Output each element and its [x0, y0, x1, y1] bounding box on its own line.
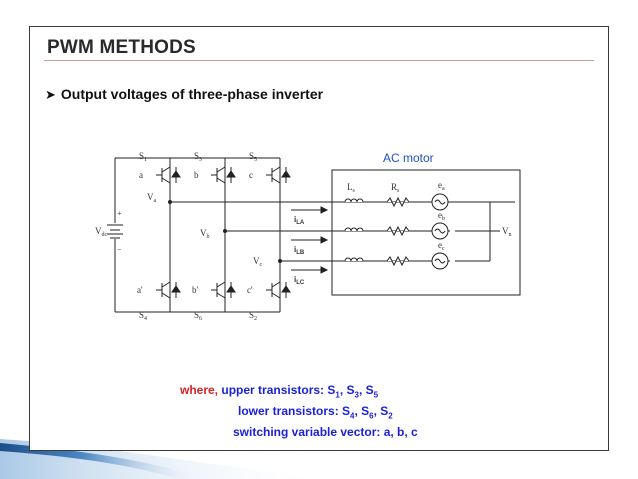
arrow-bullet-icon: ➤: [45, 87, 56, 102]
note-lower: lower transistors: S4, S6, S2: [238, 404, 393, 421]
label-vc: Vc: [253, 256, 263, 268]
content-frame: [29, 26, 609, 451]
label-vn: Vn: [502, 226, 512, 238]
note-upper: where, upper transistors: S1, S3, S5: [180, 383, 379, 400]
note-switching: switching variable vector: a, b, c: [233, 425, 418, 439]
label-ilc: iLC: [294, 275, 305, 286]
label-s3: S3: [194, 151, 202, 163]
label-rs: Rs: [391, 182, 400, 194]
label-s5: S5: [249, 151, 257, 163]
note-where: where,: [180, 383, 219, 397]
label-vb: Vb: [200, 228, 210, 240]
minus-sign: −: [117, 245, 122, 254]
label-a-prime: a': [137, 285, 143, 295]
label-s4: S4: [139, 310, 147, 322]
label-ea: ea: [438, 180, 445, 192]
label-c-prime: c': [247, 285, 253, 295]
label-eb: eb: [438, 210, 445, 222]
inverter-circuit-diagram: AC motor S1 S3 S5 a b c a' b' c' S4 S6 S…: [95, 151, 521, 322]
ac-motor-label: AC motor: [383, 151, 434, 165]
label-s2: S2: [249, 310, 257, 322]
label-a: a: [139, 170, 143, 180]
label-ls: Ls: [347, 182, 356, 194]
label-ila: iLA: [294, 215, 305, 226]
label-s6: S6: [194, 310, 202, 322]
label-c: c: [249, 170, 253, 180]
bullet-text: Output voltages of three-phase inverter: [60, 86, 324, 102]
title-underline: [44, 60, 594, 61]
bullet-point: ➤ Output voltages of three-phase inverter: [45, 86, 323, 103]
label-b: b: [194, 170, 199, 180]
label-vdc: Vdc: [95, 226, 108, 238]
label-s1: S1: [139, 151, 147, 163]
slide-title: PWM METHODS: [47, 37, 196, 58]
plus-sign: +: [117, 209, 122, 218]
label-va: Va: [147, 192, 157, 204]
label-b-prime: b': [192, 285, 199, 295]
label-ec: ec: [438, 240, 445, 252]
label-ilb: iLB: [294, 245, 305, 256]
